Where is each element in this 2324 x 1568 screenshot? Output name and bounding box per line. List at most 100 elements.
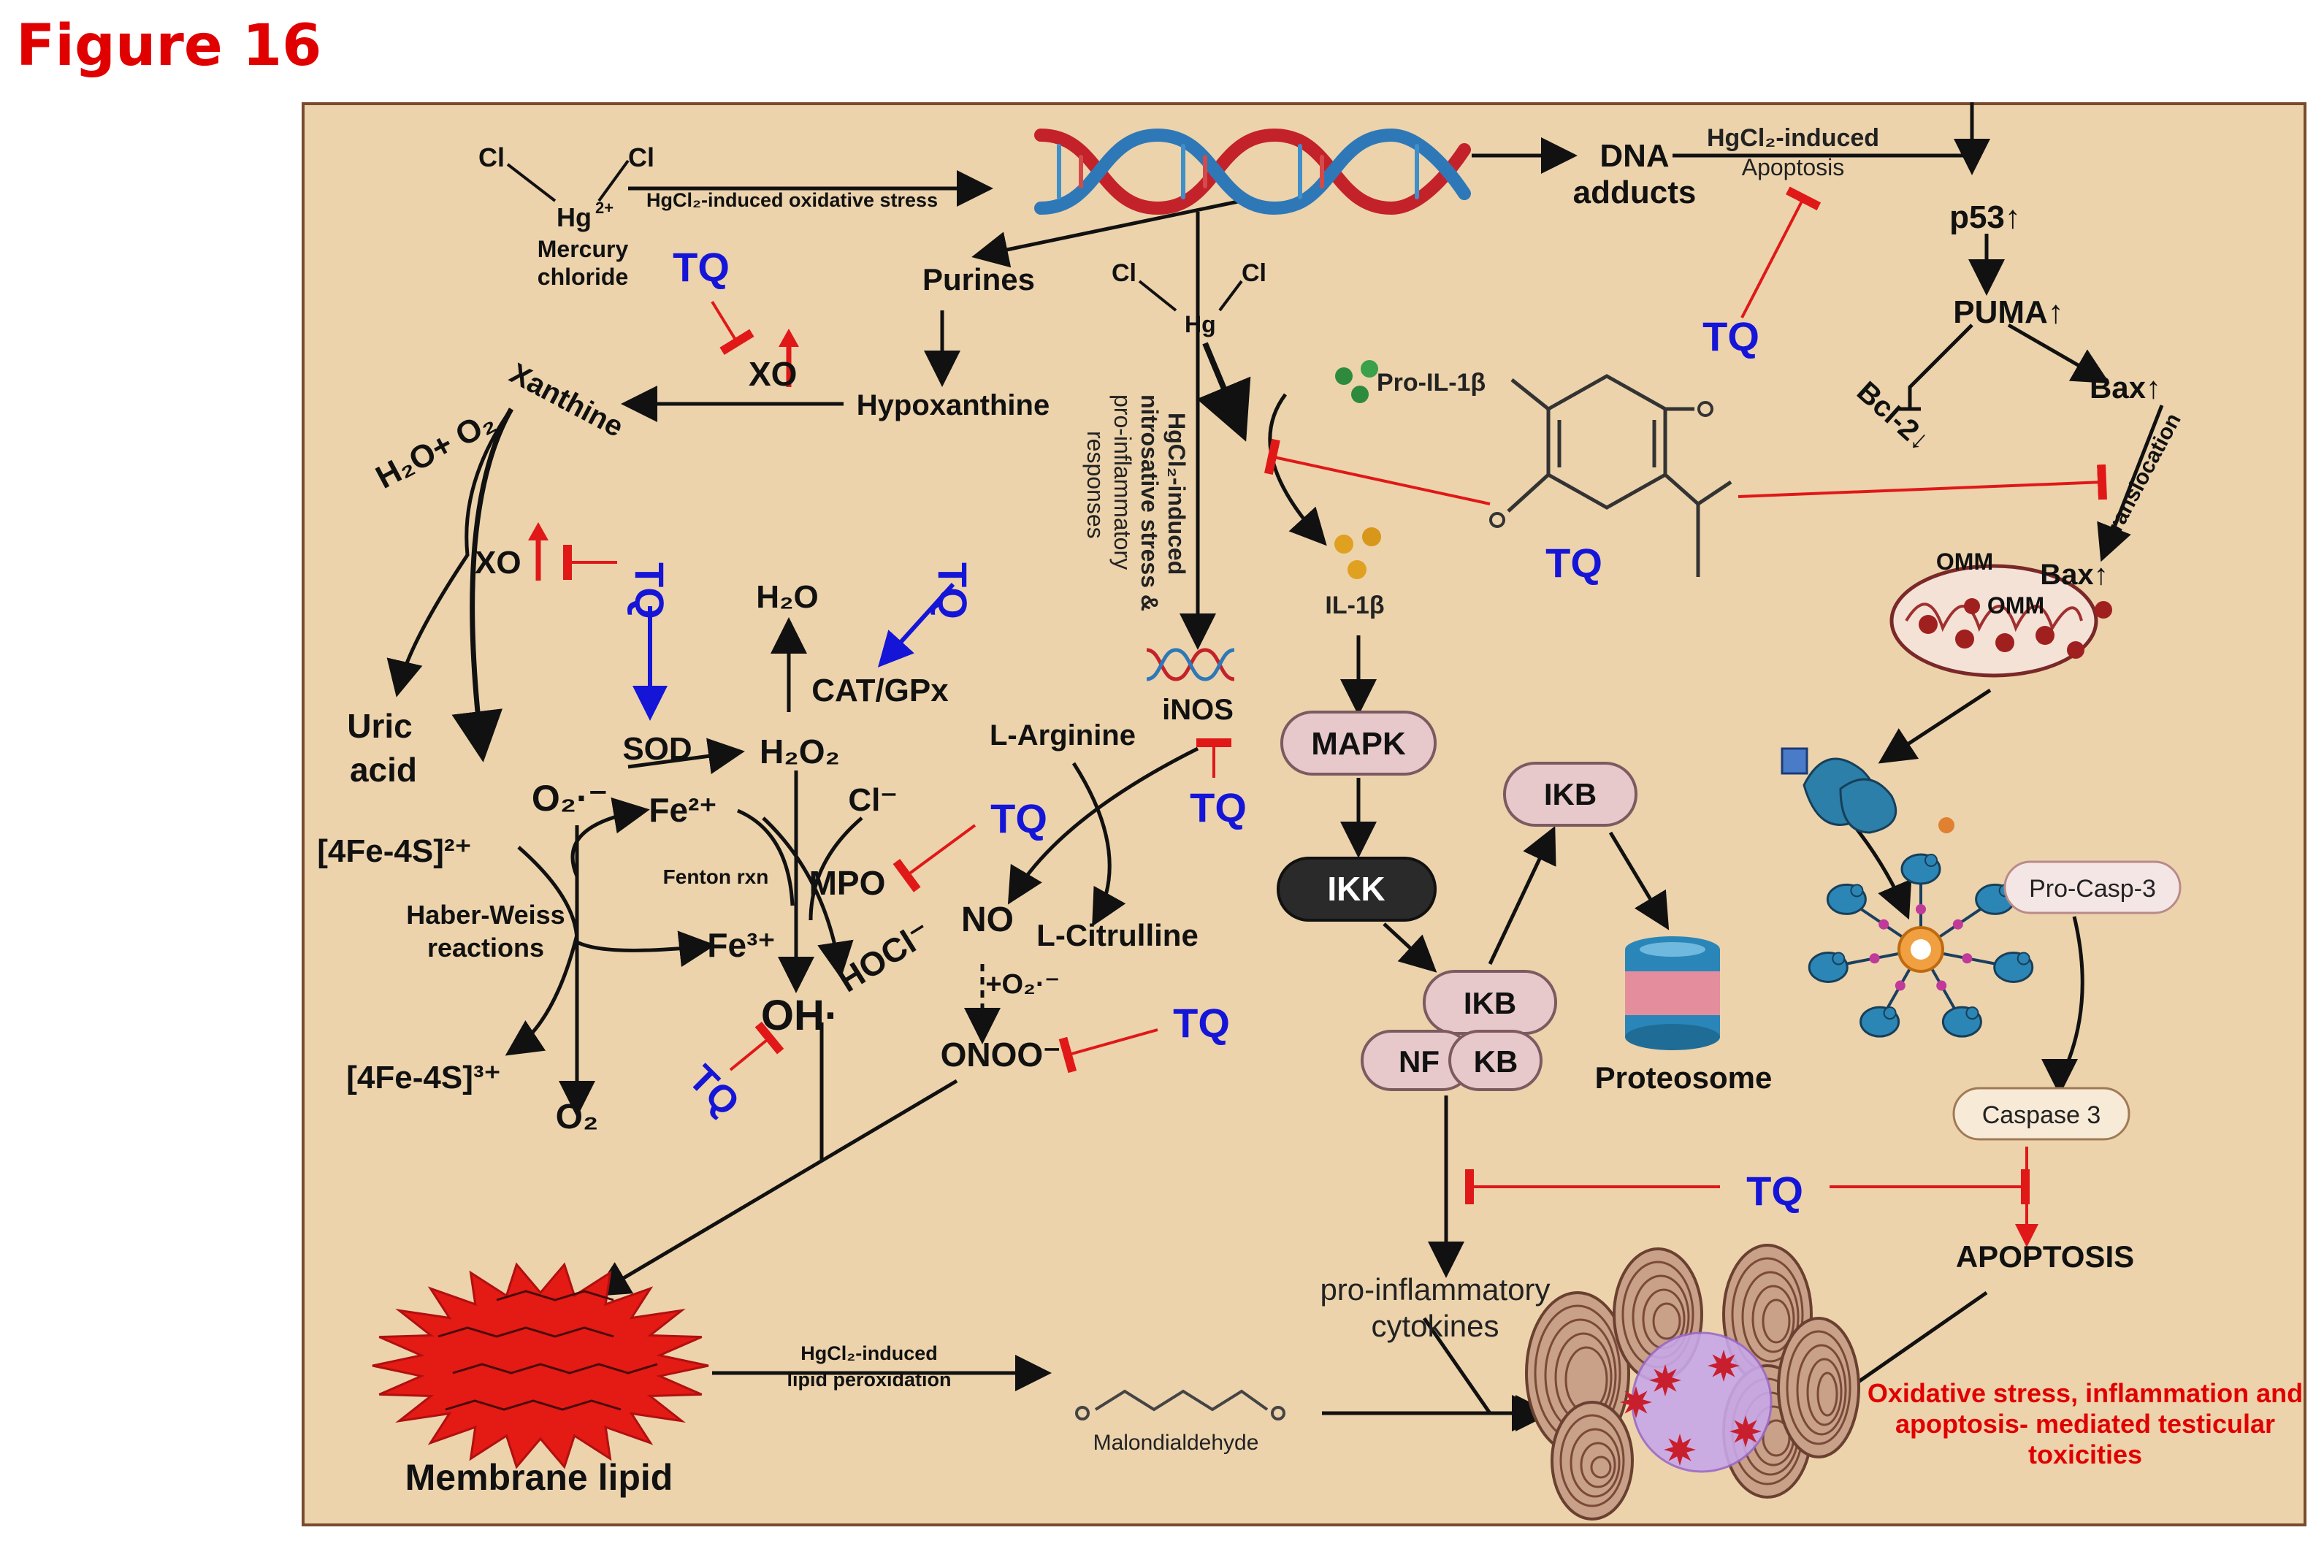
apoptosome-icon <box>1808 817 2034 1038</box>
text-labels: Cl Cl Hg 2+ Mercury chloride HgCl₂-induc… <box>317 124 2303 1498</box>
outcome-label-1: Oxidative stress, inflammation and <box>1868 1378 2303 1408</box>
tq-label-mpo: TQ <box>990 795 1047 841</box>
apoptosis-hg-label-1: HgCl₂-induced <box>1707 124 1879 152</box>
onoo-label: ONOO⁻ <box>941 1036 1061 1074</box>
arrow-puma-bax <box>2007 323 2110 383</box>
puma-label: PUMA↑ <box>1953 294 2064 330</box>
pro-il1b-label: Pro-IL-1β <box>1377 369 1486 397</box>
node-caspase3: Caspase 3 <box>1952 1087 2130 1141</box>
hg-label-2: Hg <box>1185 311 1216 337</box>
kb-label: KB <box>1474 1044 1518 1079</box>
arrow-complex-ikb <box>1488 825 1556 965</box>
arrow-larginine-citrulline <box>1071 762 1126 927</box>
connectors <box>386 102 2164 1431</box>
inhibit-tq-bax <box>1738 464 2107 500</box>
oh-label: OH· <box>761 992 838 1039</box>
bcl2-label: Bcl-2↓ <box>1851 375 1936 457</box>
o2-radical-label: O₂·⁻ <box>532 778 608 819</box>
testis-tissue-icon <box>1525 1244 1860 1521</box>
omm-label-1: OMM <box>1936 548 1993 575</box>
arrow-tq-cat <box>877 582 955 668</box>
hg-charge-1: 2+ <box>595 199 614 217</box>
cat-gpx-label: CAT/GPx <box>811 673 949 708</box>
hg-label-1: Hg <box>557 202 592 232</box>
fe3-label: Fe³⁺ <box>707 926 775 964</box>
l-citrulline-label: L-Citrulline <box>1036 918 1199 952</box>
dna-label: DNA <box>1599 138 1669 174</box>
cytokines-label: cytokines <box>1371 1309 1499 1343</box>
inhibit-tq-apoptosis <box>1740 186 1822 318</box>
lipid-peroxidation-label-1: HgCl₂-induced <box>800 1342 937 1364</box>
node-ikk: IKK <box>1277 857 1437 922</box>
tq-label-sod: TQ <box>627 562 673 619</box>
arrow-ikb-proteosome <box>1608 831 1670 930</box>
fe4s4-3-label: [4Fe-4S]³⁺ <box>346 1060 500 1095</box>
malondialdehyde-label: Malondialdehyde <box>1093 1431 1259 1455</box>
node-mapk: MAPK <box>1280 711 1437 776</box>
l-arginine-label: L-Arginine <box>990 719 1136 752</box>
xo-top-up-head <box>779 329 799 347</box>
h2o-label: H₂O <box>756 579 819 615</box>
nitrosative-label-3: pro-inflammatory <box>1109 394 1136 570</box>
caspase3-label: Caspase 3 <box>1982 1101 2101 1129</box>
arrow-procasp-caspase <box>2041 916 2084 1095</box>
cl-label-4: Cl <box>1242 259 1266 287</box>
membrane-lipid-icon <box>372 1262 709 1469</box>
xo-up-arrows <box>528 329 799 581</box>
arrow-fe-cycle <box>517 846 716 968</box>
cl-label-1: Cl <box>478 142 505 172</box>
inhibit-tq-xo-top <box>711 300 754 355</box>
inhibit-tq-il1b <box>1264 438 1491 505</box>
apoptosis-hg-label-2: Apoptosis <box>1742 154 1845 180</box>
bax-omm-label: Bax↑ <box>2040 559 2108 591</box>
apoptosis-label: APOPTOSIS <box>1956 1239 2134 1274</box>
pro-casp3-label: Pro-Casp-3 <box>2029 875 2156 903</box>
purines-label: Purines <box>922 262 1035 297</box>
inos-label: iNOS <box>1162 694 1234 726</box>
inhibition-lines <box>563 186 2107 1247</box>
cl-label-3: Cl <box>1112 259 1136 287</box>
arrow-dna-purines <box>971 199 1242 268</box>
tq-label-xo-top: TQ <box>673 244 730 290</box>
tq-label-onoo: TQ <box>1173 1000 1230 1046</box>
tq-label-thymoquinone: TQ <box>1545 540 1602 586</box>
ikb-label: IKB <box>1464 986 1516 1020</box>
node-ikb-top: IKB <box>1503 762 1637 827</box>
xanthine-label: Xanthine <box>505 357 629 443</box>
malondialdehyde-structure <box>1075 1389 1285 1420</box>
haber-weiss-label-2: reactions <box>427 933 544 963</box>
inos-dna-icon <box>1146 648 1235 681</box>
xo-mid-up-head <box>528 522 548 540</box>
hgcl2-structure-mid <box>1138 280 1243 312</box>
line-cl-mpo <box>809 816 863 921</box>
inhibit-tq-mpo <box>892 824 976 892</box>
lipid-peroxidation-label-2: lipid peroxidation <box>787 1369 951 1391</box>
arrow-xanthine-uricacid <box>386 408 513 697</box>
mpo-label: MPO <box>809 864 886 902</box>
apaf1-icon <box>1781 747 1897 834</box>
translocation-label: Translocation <box>2098 410 2186 547</box>
mercury-chloride-label-2: chloride <box>538 264 628 290</box>
p53-label: p53↑ <box>1949 199 2021 235</box>
il1b-label: IL-1β <box>1325 592 1384 619</box>
proteosome-label: Proteosome <box>1595 1060 1773 1095</box>
nitrosative-label-2: nitrosative stress & <box>1136 394 1163 611</box>
activation-lines <box>632 582 955 721</box>
tq-label-cat: TQ <box>930 562 976 619</box>
mercury-chloride-label-1: Mercury <box>538 236 629 262</box>
hocl-label: HOCl⁻ <box>831 914 938 1000</box>
fe2-label: Fe²⁺ <box>649 791 716 829</box>
arrow-mpo-hocl <box>762 816 854 979</box>
fe4s4-2-label: [4Fe-4S]²⁺ <box>317 833 471 869</box>
cl-minus-label: Cl⁻ <box>848 782 897 818</box>
omm-label-2: OMM <box>1987 592 2044 619</box>
outcome-label-2: apoptosis- mediated testicular <box>1895 1409 2275 1439</box>
il1b-icon <box>1334 527 1381 579</box>
mapk-label: MAPK <box>1311 726 1406 762</box>
cl-label-2: Cl <box>628 142 654 172</box>
arrow-ikk-ikb <box>1383 922 1437 973</box>
bax-label: Bax↑ <box>2090 370 2161 405</box>
arrow-haber-fe4s4-3 <box>505 934 579 1056</box>
arrow-bax-translocation <box>2097 405 2164 562</box>
outcome-label-3: toxicities <box>2028 1439 2142 1469</box>
